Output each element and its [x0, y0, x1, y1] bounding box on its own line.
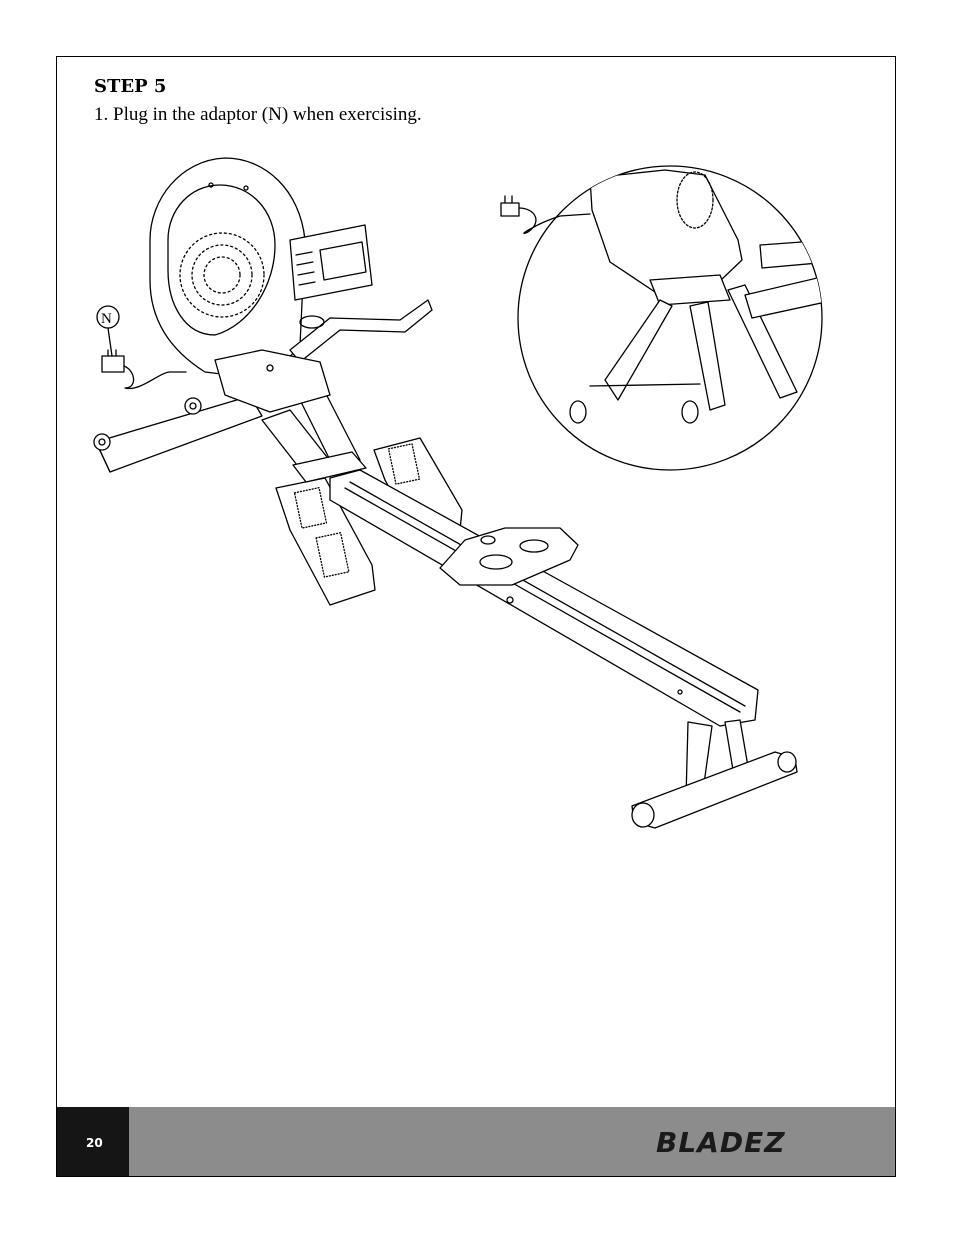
step-instruction: 1. Plug in the adaptor (N) when exercisi… [94, 104, 422, 125]
rear-stabilizer [631, 719, 798, 829]
page-number: 20 [86, 1136, 103, 1150]
flywheel-housing [149, 157, 306, 381]
front-stabilizer [93, 395, 263, 473]
brand-logo: BLADEZ [656, 1126, 786, 1159]
adaptor-callout-label: N [101, 311, 112, 327]
center-column [214, 349, 331, 413]
seat [439, 527, 579, 586]
page-frame [56, 56, 896, 1177]
step-title: STEP 5 [94, 76, 167, 97]
console-display [289, 224, 373, 301]
brand-logo-text: BLADEZ [656, 1126, 786, 1159]
monorail [329, 469, 759, 727]
power-adaptor [96, 305, 187, 390]
page-number-box [57, 1107, 129, 1176]
detail-inset [500, 165, 823, 471]
handle-bar [289, 299, 433, 363]
footer-bar [57, 1107, 895, 1176]
